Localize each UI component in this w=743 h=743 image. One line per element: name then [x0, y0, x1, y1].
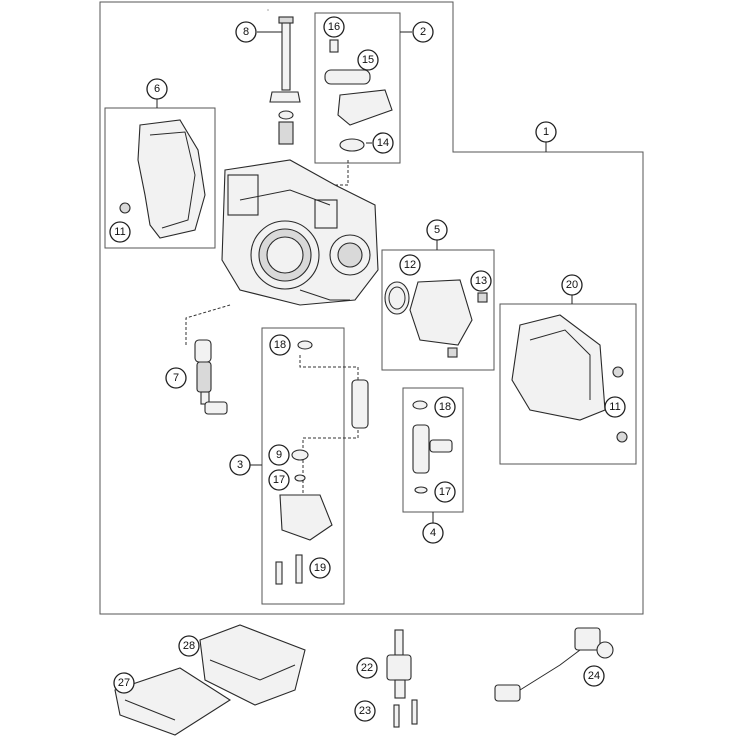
callout-11-left: 11 — [109, 221, 131, 243]
callout-14: 14 — [372, 132, 394, 154]
callout-11-right: 11 — [604, 396, 626, 418]
callout-label: 7 — [173, 372, 179, 384]
callout-4: 4 — [422, 522, 444, 544]
ecu-part-27 — [114, 667, 232, 736]
callout-label: 2 — [420, 26, 426, 38]
callout-label: 24 — [588, 670, 600, 682]
callout-label: 11 — [609, 401, 620, 413]
sensor-harness-part-24 — [494, 627, 614, 702]
screw-part-23 — [393, 699, 418, 728]
callout-label: 4 — [430, 527, 436, 539]
injector-part-4 — [412, 400, 453, 494]
assembly-frame-1 — [99, 1, 644, 615]
callout-23: 23 — [354, 700, 376, 722]
callout-17-group4: 17 — [434, 481, 456, 503]
callout-label: 11 — [114, 226, 125, 238]
injector-part-3 — [275, 340, 369, 585]
callout-1: 1 — [535, 121, 557, 143]
frame-2 — [314, 12, 401, 164]
callout-label: 27 — [118, 677, 130, 689]
callout-label: 1 — [543, 126, 549, 138]
callout-20: 20 — [561, 274, 583, 296]
callout-12: 12 — [399, 254, 421, 276]
callout-label: 19 — [314, 562, 326, 574]
throttle-body — [221, 159, 379, 306]
callout-13: 13 — [470, 270, 492, 292]
bolt-spring-part-8 — [269, 16, 301, 145]
callout-label: 17 — [273, 474, 285, 486]
callout-22: 22 — [356, 657, 378, 679]
callout-5: 5 — [426, 219, 448, 241]
callout-19: 19 — [309, 557, 331, 579]
callout-18-group4: 18 — [434, 396, 456, 418]
callout-label: 18 — [274, 339, 286, 351]
sensor-part-2 — [324, 39, 393, 152]
callout-label: 12 — [404, 259, 416, 271]
callout-label: 14 — [377, 137, 389, 149]
callout-28: 28 — [178, 635, 200, 657]
callout-label: 6 — [154, 83, 160, 95]
tps-sensor-part-5 — [384, 279, 488, 358]
callout-label: 16 — [328, 21, 340, 33]
sensor-part-22 — [386, 629, 412, 699]
callout-17-group3: 17 — [268, 469, 290, 491]
callout-label: 15 — [362, 54, 374, 66]
valve-part-7 — [194, 339, 228, 415]
frame-6 — [104, 107, 216, 249]
callout-16: 16 — [323, 16, 345, 38]
frame-5 — [381, 249, 495, 371]
callout-7: 7 — [165, 367, 187, 389]
callout-label: 28 — [183, 640, 195, 652]
callout-2: 2 — [412, 21, 434, 43]
callout-label: 18 — [439, 401, 451, 413]
callout-label: 5 — [434, 224, 440, 236]
frame-3 — [261, 327, 345, 605]
callout-label: 13 — [475, 275, 487, 287]
callout-label: 22 — [361, 662, 373, 674]
callout-label: 20 — [566, 279, 578, 291]
dash-3-injector — [299, 355, 359, 380]
callout-27: 27 — [113, 672, 135, 694]
callout-9: 9 — [268, 444, 290, 466]
frame-20 — [499, 303, 637, 465]
cover-part-6 — [119, 119, 206, 239]
callout-24: 24 — [583, 665, 605, 687]
module-part-28 — [199, 624, 306, 706]
callout-label: 23 — [359, 705, 371, 717]
callout-15: 15 — [357, 49, 379, 71]
dash-3-injector-lower — [302, 430, 359, 495]
callout-18-group3: 18 — [269, 334, 291, 356]
callout-6: 6 — [146, 78, 168, 100]
callout-8: 8 — [235, 21, 257, 43]
callout-label: 8 — [243, 26, 249, 38]
callout-3: 3 — [229, 454, 251, 476]
callout-label: 3 — [237, 459, 243, 471]
callout-label: 9 — [276, 449, 282, 461]
dash-7-to-body — [185, 304, 231, 345]
callout-label: 17 — [439, 486, 451, 498]
sensor-part-20 — [511, 314, 628, 443]
